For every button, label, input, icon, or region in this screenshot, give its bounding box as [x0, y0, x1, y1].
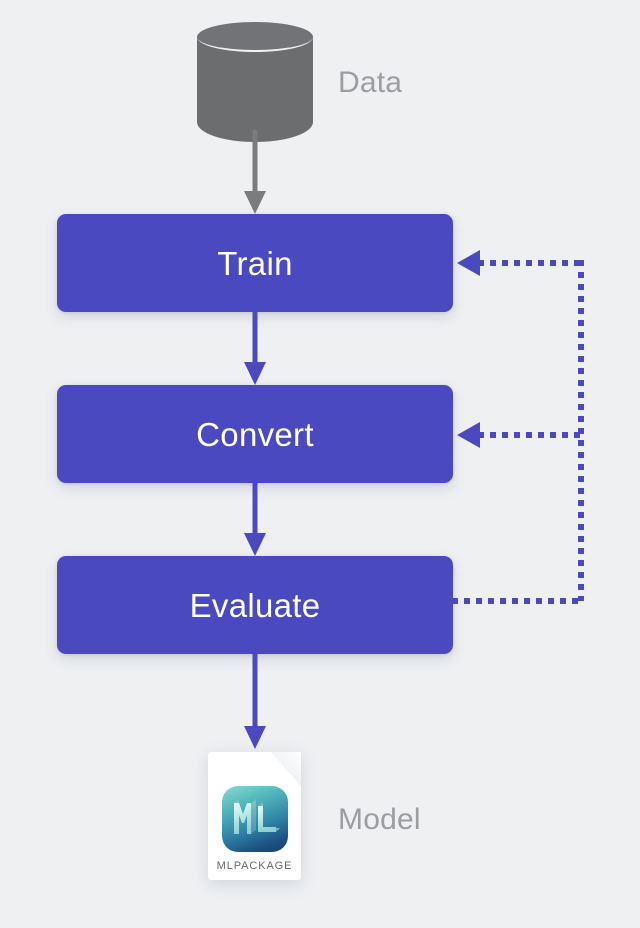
edge-stem [252, 654, 258, 726]
edge-evaluate-feedback-exit [452, 598, 584, 604]
node-convert[interactable]: Convert [57, 385, 453, 483]
arrowhead-down-icon [244, 726, 266, 749]
edge-stem [252, 130, 258, 191]
datastore-label: Data [338, 66, 403, 99]
arrowhead-left-icon-train [457, 250, 480, 276]
edge-evaluate-to-model [243, 654, 267, 749]
edge-feedback-to-convert-run [478, 432, 582, 438]
arrowhead-down-icon [244, 191, 266, 214]
ml-badge-icon [222, 786, 288, 852]
node-evaluate[interactable]: Evaluate [57, 556, 453, 654]
artifact-label: Model [338, 803, 421, 836]
cylinder-top-ellipse [197, 22, 313, 52]
edge-feedback-vertical-rail [578, 260, 584, 601]
database-cylinder-icon [197, 22, 313, 142]
edge-feedback-to-train-run [478, 260, 582, 266]
cylinder-body [197, 36, 313, 142]
mlpackage-file-icon[interactable]: MLPACKAGE [208, 752, 301, 880]
mlpackage-caption: MLPACKAGE [216, 860, 293, 872]
node-train[interactable]: Train [57, 214, 453, 312]
arrowhead-down-icon [244, 533, 266, 556]
arrowhead-left-icon-convert [457, 422, 480, 448]
node-train-label: Train [217, 244, 293, 282]
node-convert-label: Convert [196, 415, 314, 453]
edge-train-to-convert [243, 312, 267, 385]
node-evaluate-label: Evaluate [189, 586, 321, 624]
edge-convert-to-evaluate [243, 483, 267, 556]
edge-stem [252, 483, 258, 533]
arrowhead-down-icon [244, 362, 266, 385]
edge-stem [252, 312, 258, 362]
edge-data-to-train [243, 130, 267, 214]
